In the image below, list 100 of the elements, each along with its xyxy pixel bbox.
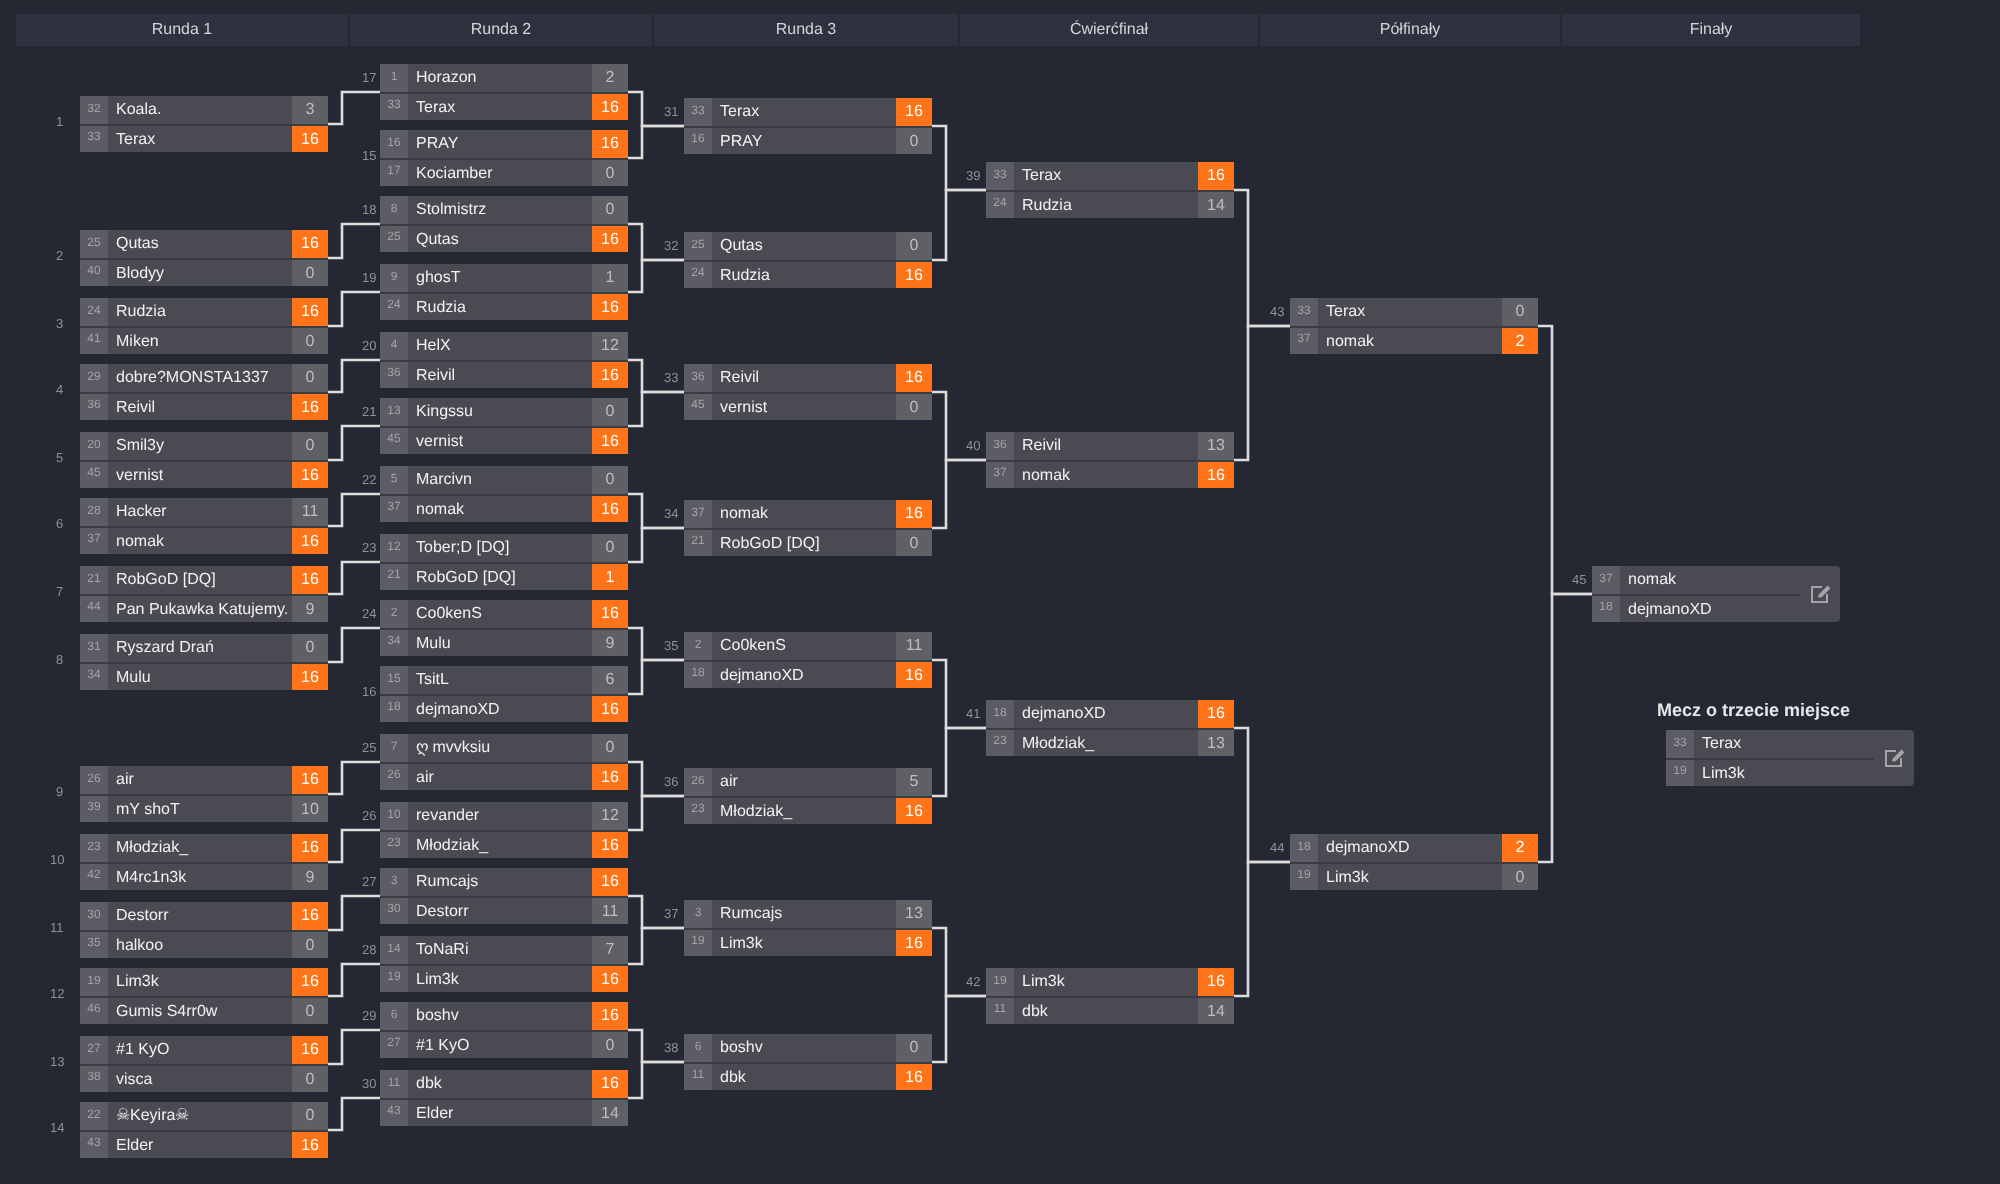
player-name: Hacker: [114, 500, 169, 524]
score: 1: [592, 562, 628, 590]
bracket-line: [328, 424, 380, 462]
player-name: Terax: [1324, 300, 1368, 324]
bracket-line: [328, 894, 380, 932]
bracket-line: [628, 926, 684, 966]
score: 16: [592, 1070, 628, 1098]
match-card: [684, 364, 932, 420]
column-header: Półfinały: [1260, 14, 1560, 46]
score: 11: [896, 632, 932, 660]
score: 16: [292, 124, 328, 152]
match-card: [1666, 730, 1914, 786]
score: 0: [896, 126, 932, 154]
score: 16: [592, 292, 628, 320]
score: 16: [1198, 460, 1234, 488]
score: 0: [292, 634, 328, 662]
match-card: [80, 968, 328, 1024]
score: 16: [1198, 700, 1234, 728]
bracket-line: [328, 626, 380, 664]
match-card: [380, 1070, 628, 1126]
bracket-line: [1234, 324, 1290, 462]
player-name: Co0kenS: [414, 602, 484, 626]
match-card: [684, 768, 932, 824]
score: 13: [1198, 728, 1234, 756]
player-name: Terax: [718, 100, 762, 124]
score: 16: [896, 98, 932, 126]
score: 0: [292, 1102, 328, 1130]
player-name: Rumcajs: [414, 870, 481, 894]
score: 0: [896, 392, 932, 420]
player-name: Qutas: [718, 234, 765, 258]
bracket-line: [328, 828, 380, 864]
score: 14: [592, 1098, 628, 1126]
player-name: dobre?MONSTA1337: [114, 366, 271, 390]
score: 9: [592, 628, 628, 656]
score: 0: [292, 364, 328, 392]
match-card: [80, 566, 328, 622]
match-card: [380, 196, 628, 252]
match-card: [80, 834, 328, 890]
score: 16: [592, 426, 628, 454]
score: 16: [1198, 162, 1234, 190]
score: 2: [1502, 326, 1538, 354]
match-card: [380, 130, 628, 186]
score: 16: [592, 224, 628, 252]
player-name: Rudzia: [114, 300, 168, 324]
score: 0: [292, 1064, 328, 1092]
score: 16: [896, 928, 932, 956]
player-name: boshv: [414, 1004, 461, 1028]
match-card: [986, 432, 1234, 488]
score: 16: [292, 968, 328, 996]
score: 2: [1502, 834, 1538, 862]
match-card: [380, 332, 628, 388]
bracket-line: [628, 124, 684, 160]
bracket-line: [328, 1096, 380, 1132]
score: 16: [592, 360, 628, 388]
player-name: boshv: [718, 1036, 765, 1060]
match-card: [380, 734, 628, 790]
match-card: [380, 936, 628, 992]
score: 16: [592, 92, 628, 120]
match-card: [380, 64, 628, 120]
score: 16: [896, 260, 932, 288]
player-name: nomak: [718, 502, 771, 526]
player-name: ღ mvvksiu: [414, 736, 493, 760]
player-name: Horazon: [414, 66, 479, 90]
player-name: Reivil: [718, 366, 762, 390]
match-card: [684, 500, 932, 556]
score: 16: [292, 526, 328, 554]
match-card: [80, 1036, 328, 1092]
bracket-line: [932, 188, 986, 262]
match-card: [986, 162, 1234, 218]
score: 0: [896, 1034, 932, 1062]
score: 16: [292, 460, 328, 488]
score: 12: [592, 802, 628, 830]
column-header: Runda 2: [350, 14, 652, 46]
player-name: Lim3k: [114, 970, 161, 994]
match-card: [80, 634, 328, 690]
score: 16: [592, 868, 628, 896]
score: 16: [292, 566, 328, 594]
match-card: [380, 868, 628, 924]
section-heading: Mecz o trzecie miejsce: [1657, 700, 1851, 722]
player-name: Stolmistrz: [414, 198, 489, 222]
column-header: Finały: [1562, 14, 1860, 46]
player-name: Marcivn: [414, 468, 475, 492]
score: 6: [592, 666, 628, 694]
score: 0: [292, 432, 328, 460]
score: 16: [592, 830, 628, 858]
bracket-line: [932, 994, 986, 1064]
bracket-line: [628, 526, 684, 564]
score: 0: [592, 398, 628, 426]
score: 0: [292, 258, 328, 286]
match-card: [986, 968, 1234, 1024]
player-name: dejmanoXD: [1324, 836, 1412, 860]
player-name: Reivil: [1020, 434, 1064, 458]
score: 3: [292, 96, 328, 124]
player-name: Ryszard Drań: [114, 636, 216, 660]
column-header: Runda 3: [654, 14, 958, 46]
bracket-line: [628, 390, 684, 428]
score: 14: [1198, 996, 1234, 1024]
score: 5: [896, 768, 932, 796]
score: 16: [292, 662, 328, 690]
player-name: Lim3k: [1694, 758, 1874, 786]
